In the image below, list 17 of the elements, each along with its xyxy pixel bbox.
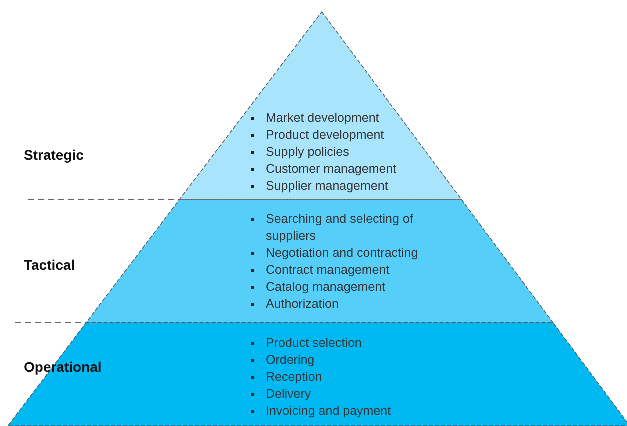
list-item: Reception [249,369,392,386]
list-item: Searching and selecting of suppliers [249,211,446,245]
tier-label: Tactical [24,257,76,273]
list-item: Supplier management [249,178,397,195]
tier-label: Strategic [24,147,84,163]
list-item: Supply policies [249,144,397,161]
list-item: Delivery [249,386,392,403]
list-item: Authorization [249,296,446,313]
list-item: Market development [249,110,397,127]
list-item: Product development [249,127,397,144]
list-item: Negotiation and contracting [249,245,446,262]
list-item: Contract management [249,262,446,279]
list-item: Ordering [249,352,392,369]
list-item: Invoicing and payment [249,403,392,420]
list-item: Catalog management [249,279,446,296]
list-item: Customer management [249,161,397,178]
list-item: Product selection [249,335,392,352]
